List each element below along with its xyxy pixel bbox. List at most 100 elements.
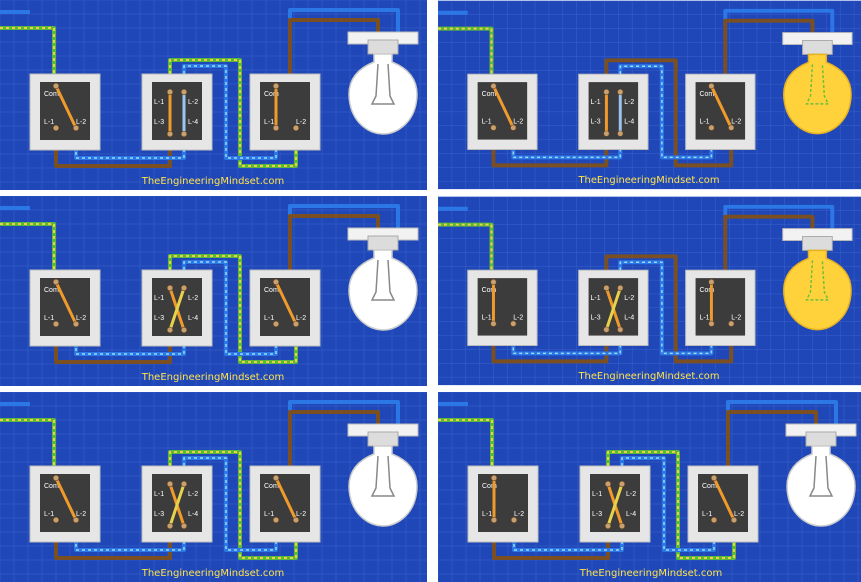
middle-right-sw3-label-com: Com	[700, 287, 715, 294]
top-left-lamp-holder	[367, 39, 399, 55]
middle-left-sw3-label-l2: L-2	[296, 315, 306, 322]
bottom-right-sw1-terminal-com	[490, 474, 498, 482]
bottom-left-int-label-l4: L-4	[188, 511, 198, 518]
top-right-int-label-l3: L-3	[591, 119, 601, 126]
bottom-right-sw1-terminal-l2	[510, 516, 518, 524]
middle-left-lamp	[347, 227, 419, 331]
middle-right-int-terminal-l4	[617, 326, 624, 333]
bottom-left-sw3-label-com: Com	[264, 483, 279, 490]
top-right-strapper-2a	[604, 58, 734, 168]
bottom-left-sw1-label-l2: L-2	[76, 511, 86, 518]
bottom-left-sw1-terminal-l2	[72, 516, 80, 524]
bottom-left-int-terminal-l1	[166, 480, 174, 488]
middle-left-bulb	[348, 249, 418, 331]
top-left-neutral-to-lamp	[288, 8, 400, 34]
bottom-left-int-terminal-l3	[166, 522, 174, 530]
bottom-left-sw1-switch-body	[40, 474, 90, 532]
bottom-right-int-label-l3: L-3	[592, 511, 602, 518]
top-left-int-terminal-l4	[180, 130, 188, 138]
middle-left-sw1-terminal-l1	[52, 320, 60, 328]
top-left-sw1-terminal-com	[52, 82, 60, 90]
middle-right-sw3-label-l2: L-2	[731, 315, 741, 322]
bottom-right-sw3-label-com: Com	[702, 483, 717, 490]
top-left-int-terminal-l1	[166, 88, 174, 96]
top-left-sw1-label-com: Com	[44, 91, 59, 98]
middle-left-sw1-switch-body	[40, 278, 90, 336]
middle-right-int-terminal-l3	[603, 326, 610, 333]
bottom-right-sw1-switch-body	[478, 474, 528, 532]
top-right-switched-live-to-lamp	[723, 18, 815, 87]
middle-right-sw1-label-l2: L-2	[513, 315, 523, 322]
middle-right-bulb	[783, 249, 852, 331]
bottom-right-neutral-to-lamp	[726, 400, 838, 426]
bottom-right-sw1-label-l1: L-1	[482, 511, 492, 518]
middle-right-int-label-l3: L-3	[591, 315, 601, 322]
middle-left-sw1-label-l1: L-1	[44, 315, 54, 322]
top-right-filament	[805, 64, 830, 105]
top-left-strapper-2a	[168, 58, 298, 168]
top-right-sw1-terminal-l1	[490, 124, 497, 131]
top-right-sw1-terminal-com	[490, 83, 497, 90]
middle-right-sw1-switch-body	[477, 278, 528, 336]
top-right-int-label-l1: L-1	[591, 99, 601, 106]
top-right-lamp-holder	[802, 40, 833, 55]
bottom-right-int-contact-2	[606, 483, 624, 527]
top-right-int-terminal-l2	[617, 88, 624, 96]
middle-right-strapper-2a	[604, 254, 734, 364]
middle-left-sw3-switch-body	[260, 278, 310, 336]
top-right-brand-text: TheEngineeringMindset.com	[578, 175, 720, 186]
bottom-right-sw3-label-l2: L-2	[734, 511, 744, 518]
middle-left-sw3-terminal-l2	[292, 320, 300, 328]
middle-right-int-label-l4: L-4	[624, 315, 634, 322]
bottom-right-int-label-l1: L-1	[592, 491, 602, 498]
bottom-right-bulb	[786, 445, 856, 527]
bottom-left-neutral-to-lamp	[288, 400, 400, 426]
middle-right-sw3-switch-body	[695, 278, 746, 336]
bottom-left-strapper-2a	[168, 450, 298, 560]
top-left-sw3-terminal-l2	[292, 124, 300, 132]
bottom-right-sw3-terminal-com	[710, 474, 718, 482]
top-right-sw3-terminal-l2	[728, 124, 735, 131]
bottom-left-sw1-terminal-l1	[52, 516, 60, 524]
top-left-sw1-label-l2: L-2	[76, 119, 86, 126]
top-right-sw3-terminal-l1	[708, 124, 715, 131]
bottom-right-int-label-l2: L-2	[626, 491, 636, 498]
top-right-sw1-label-com: Com	[482, 91, 497, 98]
top-left-switched-live-to-lamp	[288, 18, 380, 86]
middle-right-sw3-terminal-com	[708, 279, 715, 286]
bottom-left-int-label-l1: L-1	[154, 491, 164, 498]
top-right-int-terminal-l4	[617, 130, 624, 137]
bottom-right-sw3-switch-body	[698, 474, 748, 532]
middle-right-sw1-terminal-l1	[490, 320, 497, 327]
middle-right-lamp	[782, 228, 853, 331]
middle-left-sw3-terminal-com	[272, 278, 280, 286]
top-right-sw3-label-l2: L-2	[731, 119, 741, 126]
top-right-sw1-label-l1: L-1	[482, 119, 492, 126]
bottom-right-int-label-l4: L-4	[626, 511, 636, 518]
middle-left-sw1-label-l2: L-2	[76, 315, 86, 322]
top-right-sw1-label-l2: L-2	[513, 119, 523, 126]
middle-left-neutral-to-lamp	[288, 204, 400, 230]
bottom-left-int-terminal-l4	[180, 522, 188, 530]
bottom-right-int-terminal-l4	[618, 522, 626, 530]
middle-left-int-terminal-l1	[166, 284, 174, 292]
top-right-sw3-switch-contact	[709, 84, 733, 130]
bottom-left-sw1-terminal-com	[52, 474, 60, 482]
bottom-left-brand-text: TheEngineeringMindset.com	[141, 568, 285, 579]
top-right-int-intermediate-body	[588, 82, 639, 140]
middle-right-brand-text: TheEngineeringMindset.com	[578, 371, 720, 382]
